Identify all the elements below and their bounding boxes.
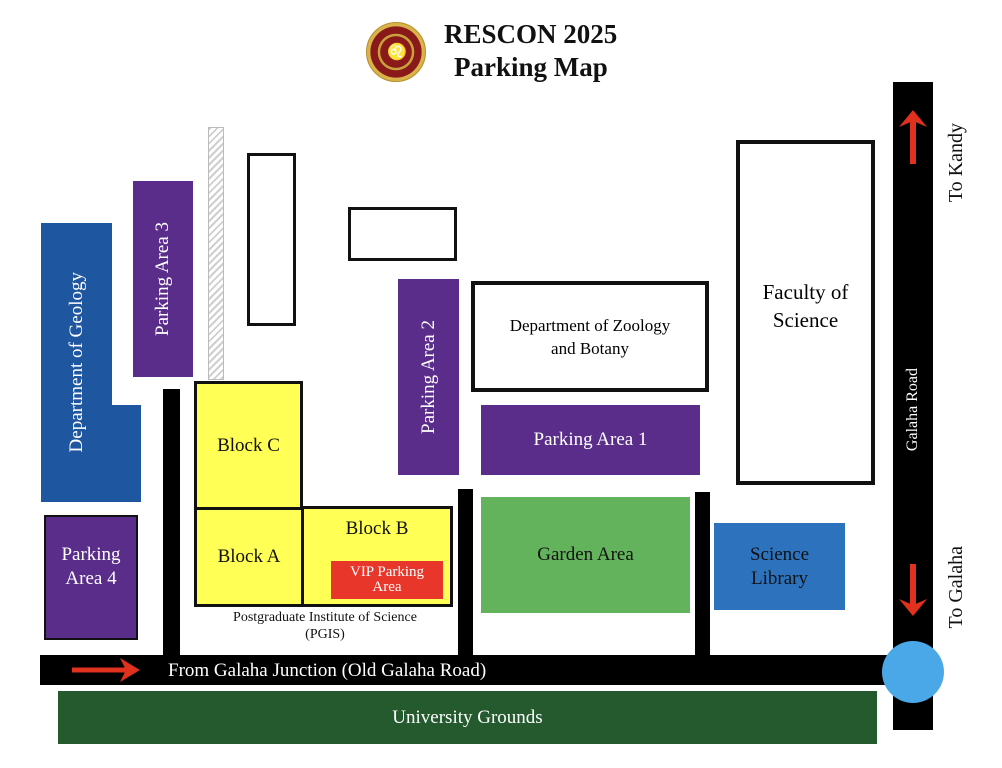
title-line-2: Parking Map — [454, 52, 608, 82]
vip-parking-label-1: VIP Parking — [349, 564, 425, 580]
block-b[interactable]: Block B VIP Parking Area — [301, 506, 453, 607]
galaha-road-label-wrap: Galaha Road — [893, 345, 933, 475]
garden-area-label: Garden Area — [537, 544, 634, 565]
zoology-label-1: Department of Zoology — [509, 315, 671, 335]
block-c-label: Block C — [217, 434, 280, 456]
parking-area-3[interactable]: Parking Area 3 — [133, 181, 193, 377]
to-kandy-label: To Kandy — [945, 122, 967, 203]
galaha-road-label: Galaha Road — [904, 368, 921, 452]
to-kandy-wrap: To Kandy — [938, 110, 974, 215]
pgis-label-1: Postgraduate Institute of Science — [233, 610, 417, 625]
faculty-label-2: Science — [772, 308, 839, 332]
roundabout — [882, 641, 944, 703]
vip-parking-label-2: Area — [372, 579, 402, 595]
parking-area-1-label: Parking Area 1 — [533, 429, 648, 450]
science-library[interactable]: Science Library — [714, 523, 845, 610]
block-a-label: Block A — [217, 546, 281, 567]
block-c[interactable]: Block C — [194, 381, 303, 510]
old-galaha-road — [40, 655, 910, 685]
garden-area[interactable]: Garden Area — [481, 497, 690, 613]
parking-area-1[interactable]: Parking Area 1 — [481, 405, 700, 475]
arrow-up-icon — [899, 110, 927, 164]
arrow-right-icon — [72, 658, 140, 682]
lion-emblem-icon: ♌ — [387, 42, 407, 61]
parking-area-3-label: Parking Area 3 — [152, 222, 173, 336]
block-b-label: Block B — [345, 518, 409, 539]
to-galaha-label: To Galaha — [945, 546, 967, 629]
map-title: RESCON 2025 Parking Map — [444, 18, 644, 84]
parking-area-4[interactable]: Parking Area 4 — [44, 515, 138, 640]
department-of-geology-annex — [41, 405, 141, 502]
geology-label-wrap: Department of Geology — [41, 223, 112, 502]
parking-area-4-label-2: Area 4 — [65, 568, 117, 589]
access-road-west — [163, 389, 180, 659]
zoology-label-2: and Botany — [551, 338, 629, 358]
pgis-label-2: (PGIS) — [305, 627, 345, 642]
geology-label: Department of Geology — [65, 272, 87, 453]
unlabeled-building-1 — [247, 153, 296, 326]
faculty-label-1: Faculty of — [762, 280, 849, 304]
vip-parking-area[interactable]: VIP Parking Area — [331, 561, 443, 599]
title-line-1: RESCON 2025 — [444, 19, 618, 49]
parking-area-4-label-1: Parking — [61, 544, 121, 565]
university-grounds-label: University Grounds — [392, 706, 543, 728]
science-library-label-1: Science — [749, 543, 810, 565]
hatched-walkway — [208, 127, 224, 380]
galaha-road — [893, 82, 933, 730]
faculty-of-science[interactable]: Faculty of Science — [736, 140, 875, 485]
access-road-middle — [458, 489, 473, 659]
arrow-down-icon — [899, 564, 927, 616]
university-logo: ♌ — [366, 22, 426, 82]
parking-area-2[interactable]: Parking Area 2 — [398, 279, 459, 475]
pgis-caption: Postgraduate Institute of Science (PGIS) — [190, 609, 460, 643]
access-road-east — [695, 492, 710, 659]
unlabeled-building-2 — [348, 207, 457, 261]
block-a[interactable]: Block A — [194, 507, 304, 607]
science-library-label-2: Library — [751, 567, 808, 589]
parking-area-2-label: Parking Area 2 — [417, 320, 439, 434]
to-galaha-wrap: To Galaha — [938, 535, 974, 640]
department-of-zoology-and-botany[interactable]: Department of Zoology and Botany — [471, 281, 709, 392]
university-grounds[interactable]: University Grounds — [58, 691, 877, 744]
old-galaha-road-label: From Galaha Junction (Old Galaha Road) — [168, 660, 487, 681]
